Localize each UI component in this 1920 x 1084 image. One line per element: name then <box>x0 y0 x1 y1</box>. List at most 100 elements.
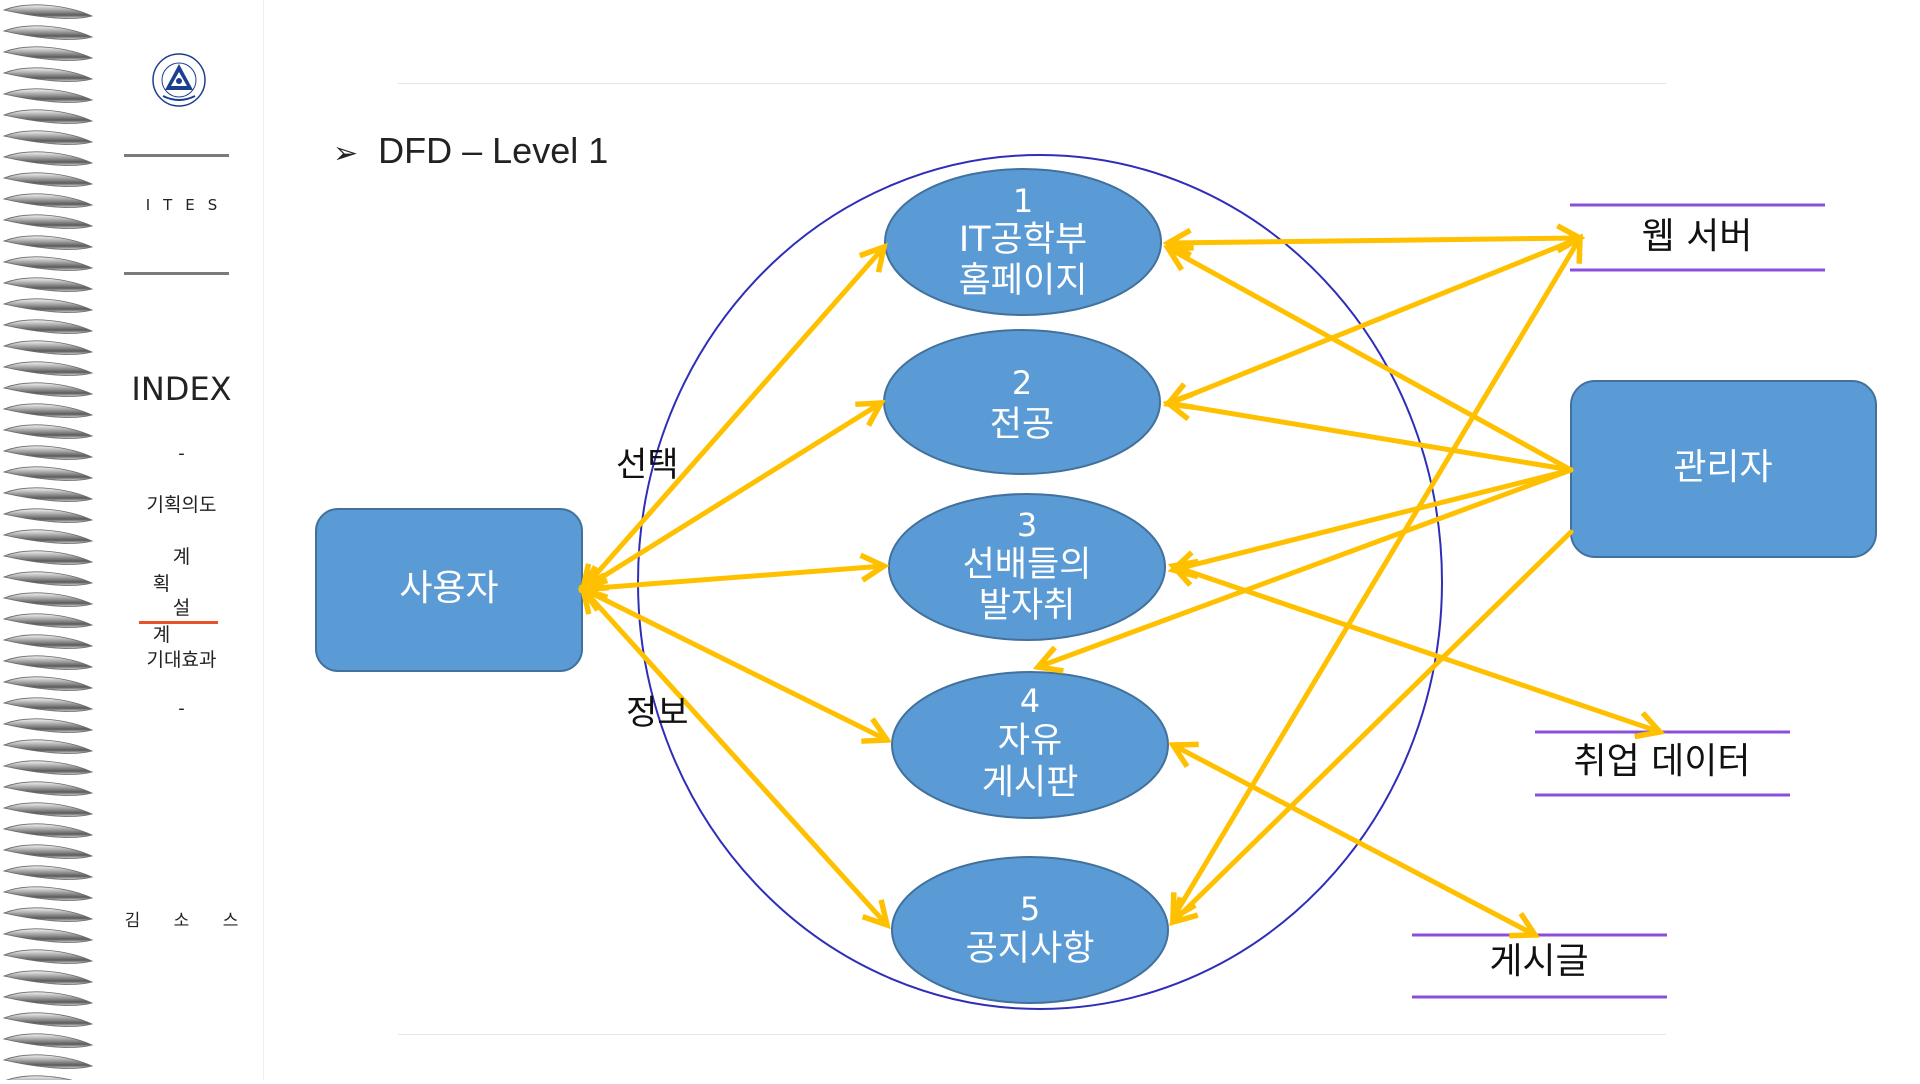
slide-heading: ➢ DFD – Level 1 <box>333 130 608 172</box>
spiral-coil <box>2 655 94 670</box>
spiral-coil <box>2 151 94 166</box>
process-2-number: 2 <box>1012 364 1032 402</box>
spiral-coil <box>2 571 94 586</box>
process-1-number: 1 <box>1013 182 1033 220</box>
flow-label-select: 선택 <box>616 445 679 485</box>
spiral-coil <box>2 193 94 208</box>
store-web-server[interactable]: 웹 서버 <box>1570 203 1825 272</box>
flow-admin-process-2 <box>1168 403 1574 473</box>
spiral-coil <box>2 4 94 19</box>
entity-admin-label: 관리자 <box>1673 447 1772 488</box>
entity-admin[interactable]: 관리자 <box>1570 380 1877 558</box>
spiral-coil <box>2 928 94 943</box>
spiral-coil <box>2 67 94 82</box>
process-3-number: 3 <box>1017 506 1037 544</box>
spiral-coil <box>2 592 94 607</box>
spiral-coil <box>2 529 94 544</box>
process-3-line-2: 발자취 <box>979 586 1076 626</box>
spiral-coil <box>2 760 94 775</box>
spiral-coil <box>2 718 94 733</box>
flow-user-process-2 <box>583 403 881 589</box>
spiral-coil <box>2 214 94 229</box>
flow-label-info: 정보 <box>626 693 689 733</box>
index-dash-top: - <box>178 443 185 464</box>
arrow-bullet-icon: ➢ <box>333 137 359 170</box>
spiral-coil <box>2 970 94 985</box>
spiral-coil <box>2 340 94 355</box>
entity-user[interactable]: 사용자 <box>315 508 583 672</box>
spiral-coil <box>2 1012 94 1027</box>
process-5[interactable]: 5 공지사항 <box>891 856 1169 1004</box>
store-web-server-label: 웹 서버 <box>1642 216 1753 257</box>
menu-item-design[interactable]: 설 계 <box>152 597 231 646</box>
process-3[interactable]: 3 선배들의 발자취 <box>888 493 1166 641</box>
index-title: INDEX <box>131 370 232 408</box>
process-4-line-2: 게시판 <box>982 763 1079 803</box>
spiral-coil <box>2 613 94 628</box>
spiral-coil <box>2 508 94 523</box>
author-name: 김 소 스 <box>124 911 253 931</box>
spiral-coil <box>2 949 94 964</box>
flow-admin-process-3 <box>1173 467 1574 570</box>
flow-process-1-web-server <box>1168 238 1580 243</box>
spiral-coil <box>2 235 94 250</box>
spiral-coil <box>2 424 94 439</box>
spiral-coil <box>2 844 94 859</box>
flow-user-process-5 <box>583 589 887 925</box>
index-dash-bottom: - <box>178 698 185 719</box>
spiral-coil <box>2 361 94 376</box>
menu-item-planning-intent[interactable]: 기획의도 <box>146 494 217 516</box>
spiral-coil <box>2 172 94 187</box>
store-job-data-label: 취업 데이터 <box>1573 741 1750 782</box>
process-1-line-1: IT공학부 <box>959 220 1087 260</box>
spiral-binding-graphic <box>2 4 94 1084</box>
spiral-coil <box>2 991 94 1006</box>
menu-item-expected-effects[interactable]: 기대효과 <box>146 649 217 671</box>
flow-process-3-job-data <box>1173 566 1660 732</box>
entity-user-label: 사용자 <box>399 568 498 609</box>
spiral-coil <box>2 382 94 397</box>
spiral-coil <box>2 676 94 691</box>
content-bottom-line <box>398 1034 1666 1035</box>
process-4[interactable]: 4 자유 게시판 <box>891 671 1169 819</box>
store-posts[interactable]: 게시글 <box>1412 933 1667 999</box>
spiral-coil <box>2 487 94 502</box>
flow-process-4-posts <box>1173 745 1535 935</box>
flow-user-process-1 <box>583 247 884 589</box>
sidebar-divider-top <box>124 154 229 157</box>
process-4-number: 4 <box>1020 682 1040 720</box>
flow-web-server-process-2 <box>1168 235 1583 404</box>
spiral-coil <box>2 907 94 922</box>
spiral-coil <box>2 277 94 292</box>
slide-title: DFD – Level 1 <box>378 130 609 171</box>
process-1[interactable]: 1 IT공학부 홈페이지 <box>884 168 1162 316</box>
spiral-coil <box>2 634 94 649</box>
spiral-coil <box>2 697 94 712</box>
active-menu-underline <box>139 621 218 624</box>
store-posts-label: 게시글 <box>1489 941 1588 982</box>
spiral-coil <box>2 739 94 754</box>
spiral-coil <box>2 25 94 40</box>
sidebar <box>100 0 264 1080</box>
spiral-coil <box>2 466 94 481</box>
process-1-line-2: 홈페이지 <box>959 261 1088 301</box>
process-5-number: 5 <box>1020 890 1040 928</box>
spiral-coil <box>2 886 94 901</box>
sidebar-divider-bottom <box>124 272 229 275</box>
process-2-line-1: 전공 <box>990 405 1054 445</box>
spiral-coil <box>2 130 94 145</box>
menu-item-plan[interactable]: 계 획 <box>152 546 231 595</box>
spiral-coil <box>2 88 94 103</box>
flow-admin-process-5 <box>1173 529 1574 922</box>
process-3-line-1: 선배들의 <box>963 545 1092 585</box>
brand-label: ITES <box>145 196 231 214</box>
store-job-data[interactable]: 취업 데이터 <box>1535 730 1790 797</box>
spiral-coil <box>2 256 94 271</box>
flow-admin-process-1 <box>1168 248 1574 473</box>
spiral-coil <box>2 109 94 124</box>
spiral-coil <box>2 802 94 817</box>
university-logo <box>141 52 217 112</box>
process-2[interactable]: 2 전공 <box>883 329 1161 475</box>
spiral-coil <box>2 319 94 334</box>
